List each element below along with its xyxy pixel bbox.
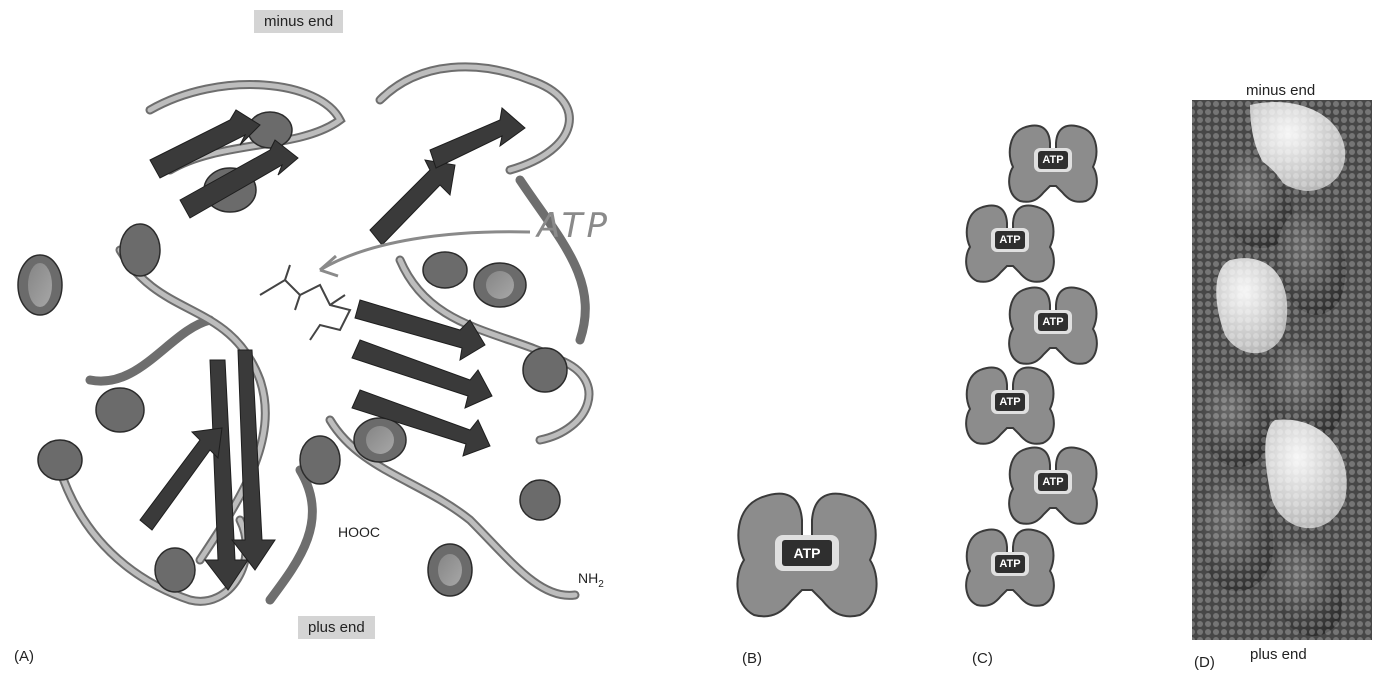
c-terminus-label: HOOC [338,524,380,540]
plus-end-label: plus end [298,616,375,639]
subunit-atp-label-1: ATP [1038,152,1068,168]
minus-end-label: minus end [254,10,343,33]
plus-end-label-d: plus end [1250,646,1307,663]
filament-subunits [960,110,1120,610]
subunit-atp-label-2: ATP [995,232,1025,248]
subunit-atp-label-6: ATP [995,556,1025,572]
panel-c: ATP ATP ATP ATP ATP ATP (C) [960,110,1120,690]
subunit-atp-label-4: ATP [995,394,1025,410]
panel-b-label: (B) [742,650,762,667]
panel-a-label: (A) [14,648,34,665]
subunit-atp-label-5: ATP [1038,474,1068,490]
panel-d: minus end plus end (D [1180,0,1375,688]
panel-c-label: (C) [972,650,993,667]
panel-a: minus end plus end ATP HOOC NH2 (A) [0,0,700,688]
atp-label: ATP [782,542,832,564]
space-filling-filament [1180,100,1375,660]
minus-end-label-d: minus end [1246,82,1315,99]
panel-d-label: (D) [1194,654,1215,671]
atp-annotation: ATP [537,206,611,246]
panel-b: ATP (B) [730,480,890,680]
subunit-atp-label-3: ATP [1038,314,1068,330]
n-terminus-label: NH2 [578,570,604,590]
